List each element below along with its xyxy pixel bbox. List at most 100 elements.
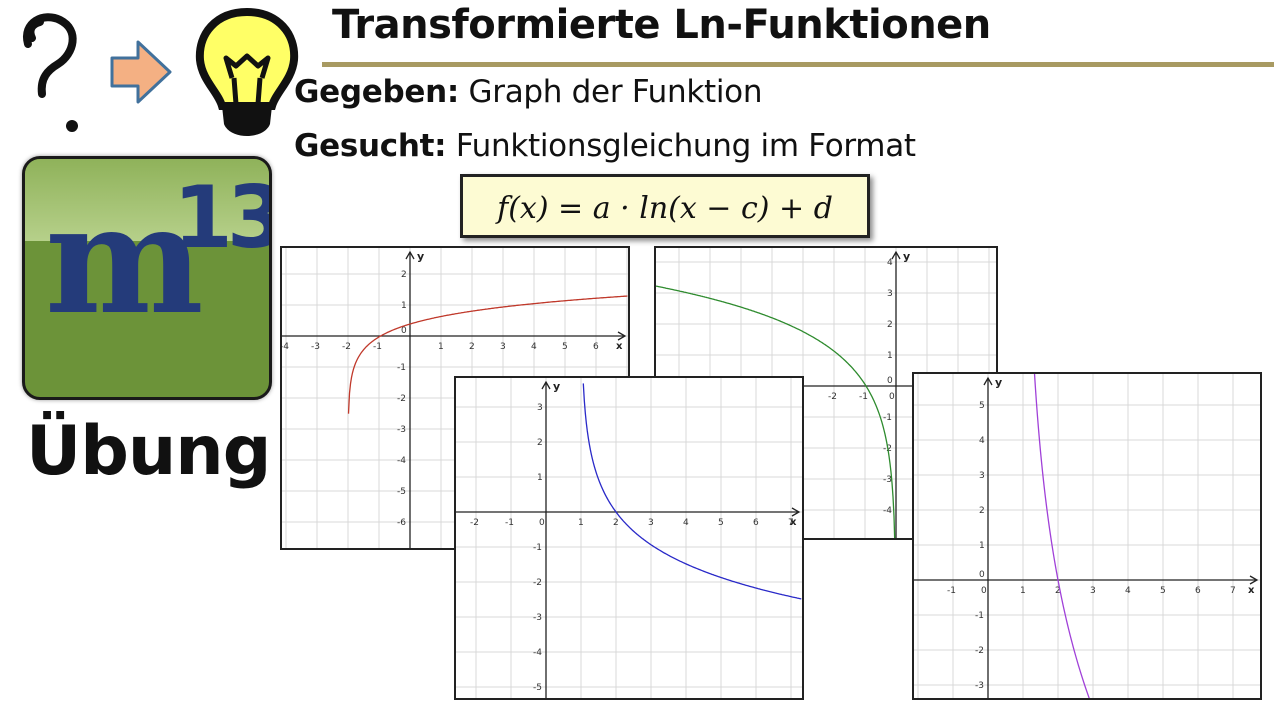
x-tick-label: 4 (683, 518, 689, 528)
x-tick-label: 0 (889, 392, 895, 402)
y-tick-label: -3 (883, 475, 892, 485)
logo-letter: m (45, 172, 204, 348)
y-axis-arrow (891, 250, 901, 260)
given-line: Gegeben: Graph der Funktion (294, 74, 763, 110)
y-tick-label: 1 (537, 473, 543, 483)
formula-box: f(x) = a · ln(x − c) + d (460, 174, 870, 238)
y-tick-label: 1 (401, 301, 407, 311)
x-tick-label: -4 (282, 342, 289, 352)
function-curve (1033, 374, 1090, 698)
x-tick-label: 6 (1195, 586, 1201, 596)
logo-superscript: 13 (173, 168, 272, 268)
y-tick-label: 2 (887, 320, 893, 330)
function-curve (656, 285, 896, 538)
y-axis-arrow (541, 380, 551, 390)
x-axis-arrow (791, 507, 801, 517)
y-tick-label: 2 (401, 270, 407, 280)
x-tick-label: 0 (539, 518, 545, 528)
x-tick-label: -2 (470, 518, 479, 528)
y-tick-label: 2 (979, 506, 985, 516)
y-axis-arrow (983, 376, 993, 386)
x-tick-label: 0 (981, 586, 987, 596)
x-tick-label: -1 (947, 586, 956, 596)
page-title: Transformierte Ln-Funktionen (332, 2, 991, 48)
y-tick-label: -1 (975, 611, 984, 621)
question-mark-icon (23, 13, 78, 132)
y-tick-label: 0 (401, 326, 407, 336)
y-tick-label: 2 (537, 438, 543, 448)
y-tick-label: -4 (533, 648, 542, 658)
x-tick-label: 5 (1160, 586, 1166, 596)
y-tick-label: -3 (975, 681, 984, 691)
y-tick-label: 1 (979, 541, 985, 551)
x-axis-label: x (1248, 585, 1255, 596)
y-tick-label: 3 (537, 403, 543, 413)
x-tick-label: -2 (828, 392, 837, 402)
x-tick-label: 5 (718, 518, 724, 528)
y-tick-label: -1 (883, 413, 892, 423)
given-text: Graph der Funktion (468, 74, 763, 110)
m13-logo: m 13 (22, 156, 272, 400)
y-tick-label: -3 (397, 425, 406, 435)
x-tick-label: 2 (469, 342, 475, 352)
y-tick-label: -5 (397, 487, 406, 497)
y-tick-label: -4 (397, 456, 406, 466)
y-tick-label: -3 (533, 613, 542, 623)
y-tick-label: 1 (887, 351, 893, 361)
x-tick-label: 4 (531, 342, 537, 352)
y-tick-label: 4 (887, 258, 893, 268)
x-tick-label: -2 (342, 342, 351, 352)
y-tick-label: 3 (887, 289, 893, 299)
formula: f(x) = a · ln(x − c) + d (497, 191, 833, 226)
x-tick-label: -3 (311, 342, 320, 352)
x-tick-label: -1 (859, 392, 868, 402)
title-underline (322, 62, 1274, 67)
function-curve (582, 383, 802, 600)
y-tick-label: -2 (975, 646, 984, 656)
y-tick-label: -5 (533, 683, 542, 693)
y-tick-label: -2 (397, 394, 406, 404)
x-tick-label: 3 (500, 342, 506, 352)
y-tick-label: -6 (397, 518, 406, 528)
y-tick-label: -1 (533, 543, 542, 553)
x-tick-label: 6 (753, 518, 759, 528)
logo-highlight (25, 159, 269, 241)
sought-line: Gesucht: Funktionsgleichung im Format (294, 128, 916, 164)
x-tick-label: 7 (1230, 586, 1236, 596)
function-curve (347, 295, 628, 414)
x-tick-label: 4 (1125, 586, 1131, 596)
y-tick-label: 0 (887, 376, 893, 386)
y-tick-label: 3 (979, 471, 985, 481)
y-tick-label: -4 (883, 506, 892, 516)
y-axis-arrow (405, 250, 415, 260)
x-axis-label: x (616, 341, 623, 352)
x-axis-arrow (1249, 575, 1259, 585)
x-tick-label: 1 (438, 342, 444, 352)
sought-label: Gesucht: (294, 128, 447, 164)
y-axis-label: y (553, 380, 560, 393)
y-tick-label: -1 (397, 363, 406, 373)
x-tick-label: 3 (1090, 586, 1096, 596)
x-tick-label: -1 (373, 342, 382, 352)
x-tick-label: 2 (613, 518, 619, 528)
x-tick-label: 7 (788, 518, 794, 528)
y-tick-label: 4 (979, 436, 985, 446)
exercise-label: Übung (26, 412, 271, 491)
x-tick-label: 1 (1020, 586, 1026, 596)
y-tick-label: -2 (533, 578, 542, 588)
x-axis-arrow (617, 331, 627, 341)
y-axis-label: y (417, 250, 424, 263)
sought-text: Funktionsgleichung im Format (455, 128, 916, 164)
y-tick-label: 5 (979, 401, 985, 411)
x-tick-label: 6 (593, 342, 599, 352)
light-bulb-icon (195, 7, 299, 136)
y-axis-label: y (903, 250, 910, 263)
y-axis-label: y (995, 376, 1002, 389)
x-tick-label: -1 (505, 518, 514, 528)
x-axis-label: x (790, 517, 797, 528)
given-label: Gegeben: (294, 74, 459, 110)
x-tick-label: 1 (578, 518, 584, 528)
y-tick-label: 0 (979, 570, 985, 580)
